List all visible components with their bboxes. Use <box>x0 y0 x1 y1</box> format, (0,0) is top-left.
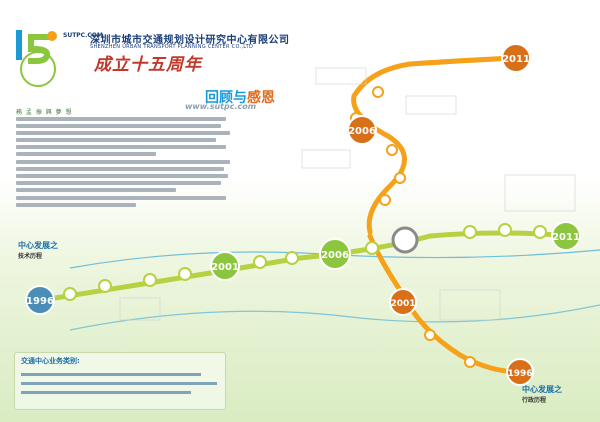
annotation-box <box>405 95 457 115</box>
intro-text-line <box>16 117 226 121</box>
tech-history-zh: 中心发展之 <box>18 241 58 250</box>
milestone-2011-tech: 2011 <box>551 221 581 251</box>
milestone-year-label: 2006 <box>348 126 376 137</box>
station-node <box>464 356 476 368</box>
milestone-2006-tech: 2006 <box>319 238 351 270</box>
business-title: 交通中心业务类别: <box>21 357 80 365</box>
business-item-line <box>21 373 201 376</box>
tech-track-line <box>27 230 573 305</box>
sutpc-tag: SUTPC.COM <box>63 32 103 39</box>
station-node <box>372 86 384 98</box>
milestone-1996: 1996 <box>25 285 55 315</box>
milestone-year-label: 2011 <box>552 232 580 243</box>
station-node <box>178 267 192 281</box>
business-item-line <box>21 391 191 394</box>
milestone-2001-admin: 2001 <box>389 288 417 316</box>
interchange-hub <box>391 226 419 254</box>
admin-history-label: 中心发展之 行政历程 <box>522 384 562 404</box>
milestone-2001-tech: 2001 <box>210 251 240 281</box>
milestone-year-label: 2011 <box>502 54 530 65</box>
tech-history-sub: 技术历程 <box>18 253 43 260</box>
station-node <box>463 225 477 239</box>
annotation-box <box>119 297 161 321</box>
station-node <box>533 225 547 239</box>
review-part3: 感恩 <box>247 90 275 106</box>
admin-track-upper <box>351 55 519 235</box>
review-part1: 回顾 <box>205 90 233 106</box>
review-part2: 与 <box>233 90 247 106</box>
slogan: 務 孟 振 興 夢 想 <box>16 109 73 116</box>
milestone-1996-admin: 1996 <box>506 358 534 386</box>
intro-text-line <box>16 181 221 185</box>
admin-history-zh: 中心发展之 <box>522 385 562 394</box>
business-categories: 交通中心业务类别: <box>14 352 226 410</box>
company-name-zh: 深圳市城市交通规划设计研究中心有限公司 <box>90 35 290 46</box>
tech-history-label: 中心发展之 技术历程 <box>18 240 58 260</box>
admin-history-sub: 行政历程 <box>522 397 547 404</box>
annotation-box <box>315 67 367 85</box>
business-item-line <box>21 382 217 385</box>
intro-text-line <box>16 131 230 135</box>
intro-text-line <box>16 138 216 142</box>
annotation-box <box>301 149 351 169</box>
sutpc-logo <box>12 24 72 104</box>
station-node <box>424 329 436 341</box>
admin-track-lower <box>367 233 523 375</box>
intro-text-line <box>16 188 176 192</box>
milestone-year-label: 2006 <box>321 250 349 261</box>
annotation-box <box>439 289 501 321</box>
intro-text-line <box>16 203 136 207</box>
blue-band-line <box>69 304 600 331</box>
milestone-year-label: 1996 <box>507 369 532 379</box>
intro-text-line <box>16 152 156 156</box>
station-node <box>253 255 267 269</box>
station-node <box>63 287 77 301</box>
intro-text-line <box>16 124 221 128</box>
station-node <box>365 241 379 255</box>
milestone-2006-admin: 2006 <box>347 115 377 145</box>
milestone-year-label: 2001 <box>390 299 415 309</box>
station-node <box>98 279 112 293</box>
intro-text-line <box>16 174 228 178</box>
intro-text-line <box>16 160 230 164</box>
site-url: www.sutpc.com <box>185 102 257 111</box>
intro-text-line <box>16 196 226 200</box>
review-heading: 回顾与感恩 <box>205 87 275 107</box>
milestone-year-label: 1996 <box>26 296 54 307</box>
annotation-box <box>504 174 576 212</box>
station-node <box>379 194 391 206</box>
station-node <box>498 223 512 237</box>
station-node <box>285 251 299 265</box>
milestone-year-label: 2001 <box>211 262 239 273</box>
milestone-2011-admin: 2011 <box>501 43 531 73</box>
station-node <box>394 172 406 184</box>
intro-text-line <box>16 145 226 149</box>
station-node <box>143 273 157 287</box>
anniversary-title: 成立十五周年 <box>94 55 202 75</box>
company-name-en: SHENZHEN URBAN TRANSPORT PLANNING CENTER… <box>90 44 254 50</box>
station-node <box>386 144 398 156</box>
intro-text-line <box>16 167 224 171</box>
